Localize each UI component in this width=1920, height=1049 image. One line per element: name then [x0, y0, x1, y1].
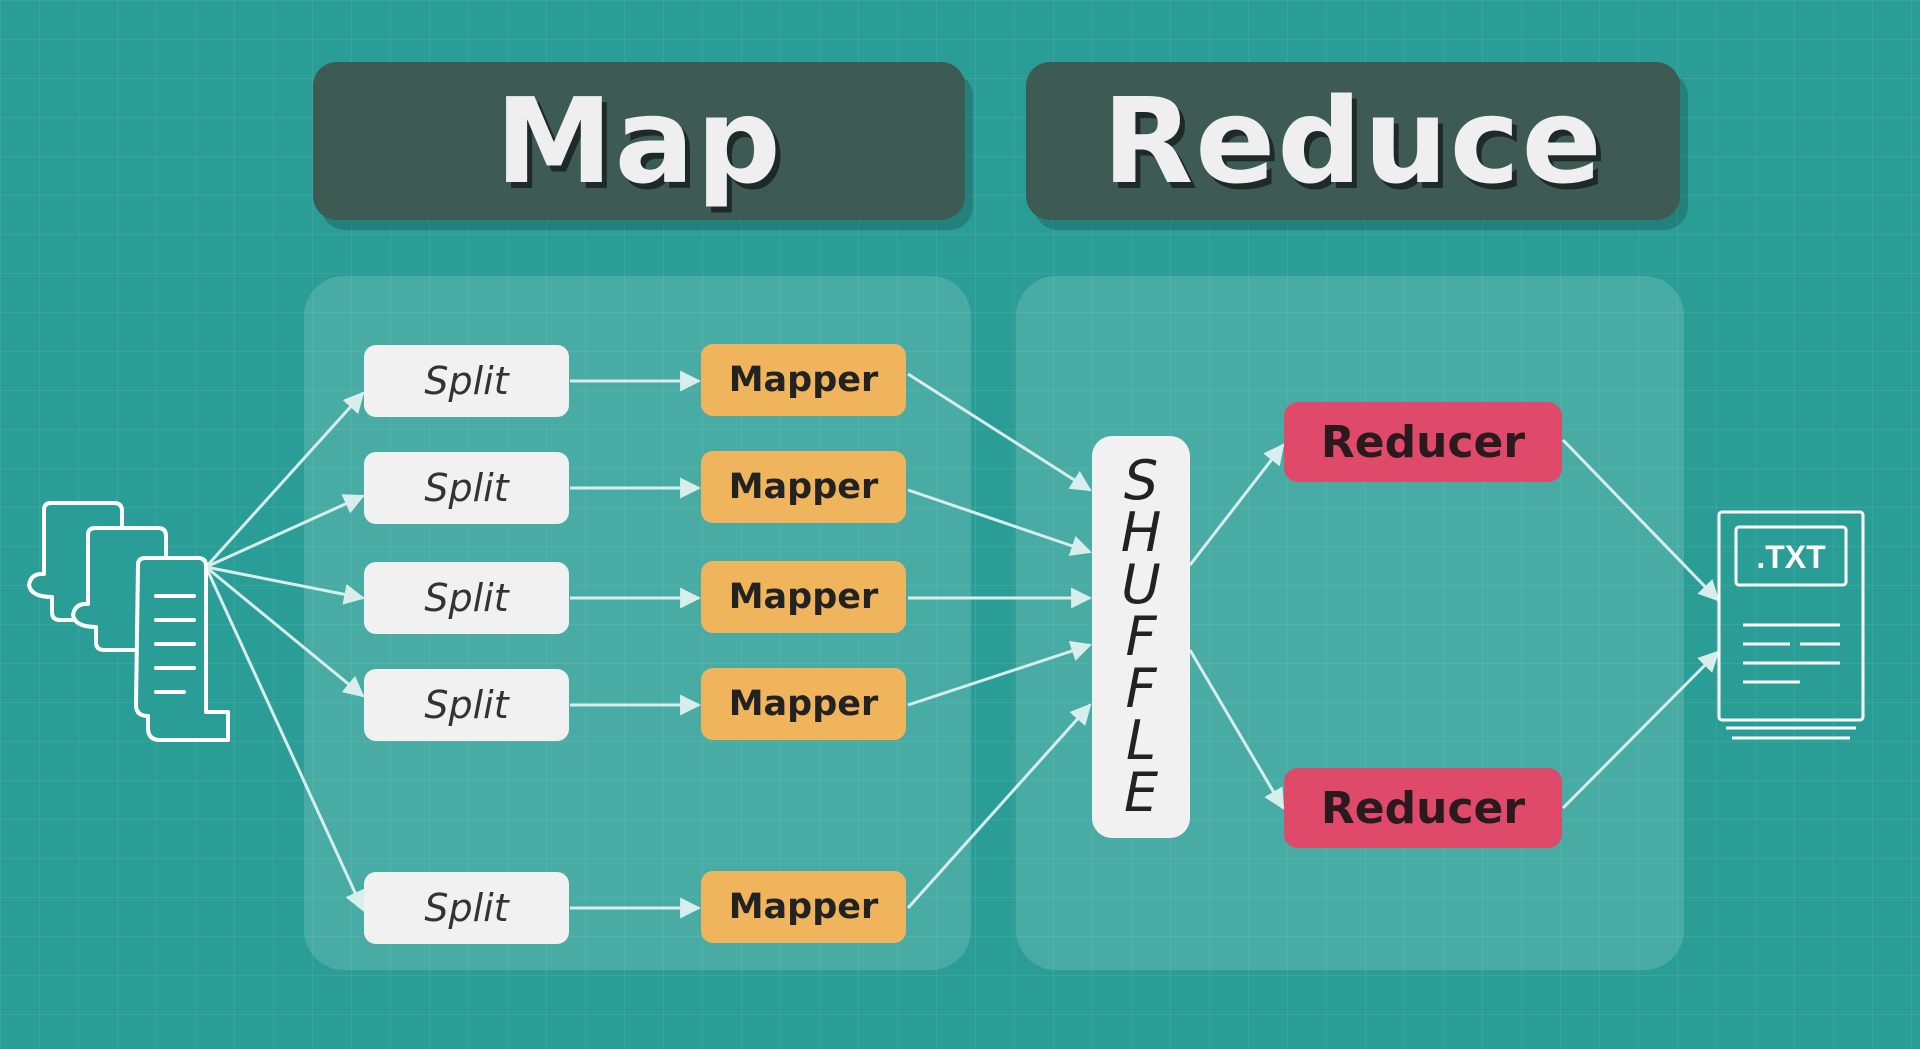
reducer-box-1: Reducer	[1284, 402, 1562, 482]
map-title: Map	[495, 72, 783, 210]
arrow-input-split-4	[205, 565, 365, 698]
arrow-mapper-shuffle-5	[906, 703, 1092, 910]
arrow-mapper-shuffle-1	[907, 372, 1092, 492]
shuffle-letter: F	[1125, 657, 1157, 720]
split-label: Split	[424, 466, 509, 510]
arrow-mapper-shuffle-4	[907, 640, 1092, 707]
map-title-banner: Map	[313, 62, 965, 220]
mapper-label: Mapper	[728, 887, 879, 927]
mapper-box-5: Mapper	[701, 871, 906, 943]
split-box-1: Split	[364, 345, 569, 417]
mapper-label: Mapper	[728, 577, 879, 617]
shuffle-letter: L	[1125, 709, 1157, 772]
arrow-input-split-2	[205, 494, 365, 569]
split-label: Split	[424, 576, 509, 620]
document-stack-icon	[27, 501, 230, 742]
arrow-input-split-1	[204, 391, 365, 569]
reducer-label: Reducer	[1320, 782, 1526, 834]
arrow-reducer-output-1	[1561, 438, 1720, 602]
split-box-4: Split	[364, 669, 569, 741]
txt-badge-label: .TXT	[1756, 539, 1826, 575]
shuffle-letter: S	[1123, 449, 1159, 512]
arrow-shuffle-reducer-1	[1188, 443, 1285, 566]
mapper-box-2: Mapper	[701, 451, 906, 523]
mapper-label: Mapper	[728, 467, 879, 507]
arrow-input-split-3	[205, 565, 366, 605]
shuffle-box: S H U F F L E	[1092, 436, 1190, 838]
shuffle-letter: H	[1120, 501, 1162, 564]
arrow-reducer-output-2	[1561, 650, 1720, 810]
split-box-5: Split	[364, 872, 569, 944]
arrow-mapper-shuffle-2	[907, 488, 1092, 556]
shuffle-letter: U	[1121, 553, 1161, 616]
mapper-box-3: Mapper	[701, 561, 906, 633]
shuffle-letter: E	[1123, 761, 1159, 824]
mapper-label: Mapper	[728, 684, 879, 724]
split-label: Split	[424, 359, 509, 403]
reducer-label: Reducer	[1320, 416, 1526, 468]
reducer-box-2: Reducer	[1284, 768, 1562, 848]
text-file-icon	[1717, 510, 1865, 740]
mapper-box-4: Mapper	[701, 668, 906, 740]
reduce-title: Reduce	[1102, 72, 1604, 210]
mapper-box-1: Mapper	[701, 344, 906, 416]
split-box-3: Split	[364, 562, 569, 634]
mapper-label: Mapper	[728, 360, 879, 400]
arrow-input-split-5	[204, 566, 365, 912]
reduce-title-banner: Reduce	[1026, 62, 1680, 220]
split-box-2: Split	[364, 452, 569, 524]
split-label: Split	[424, 683, 509, 727]
shuffle-letter: F	[1125, 605, 1157, 668]
split-label: Split	[424, 886, 509, 930]
arrow-shuffle-reducer-2	[1188, 649, 1285, 810]
